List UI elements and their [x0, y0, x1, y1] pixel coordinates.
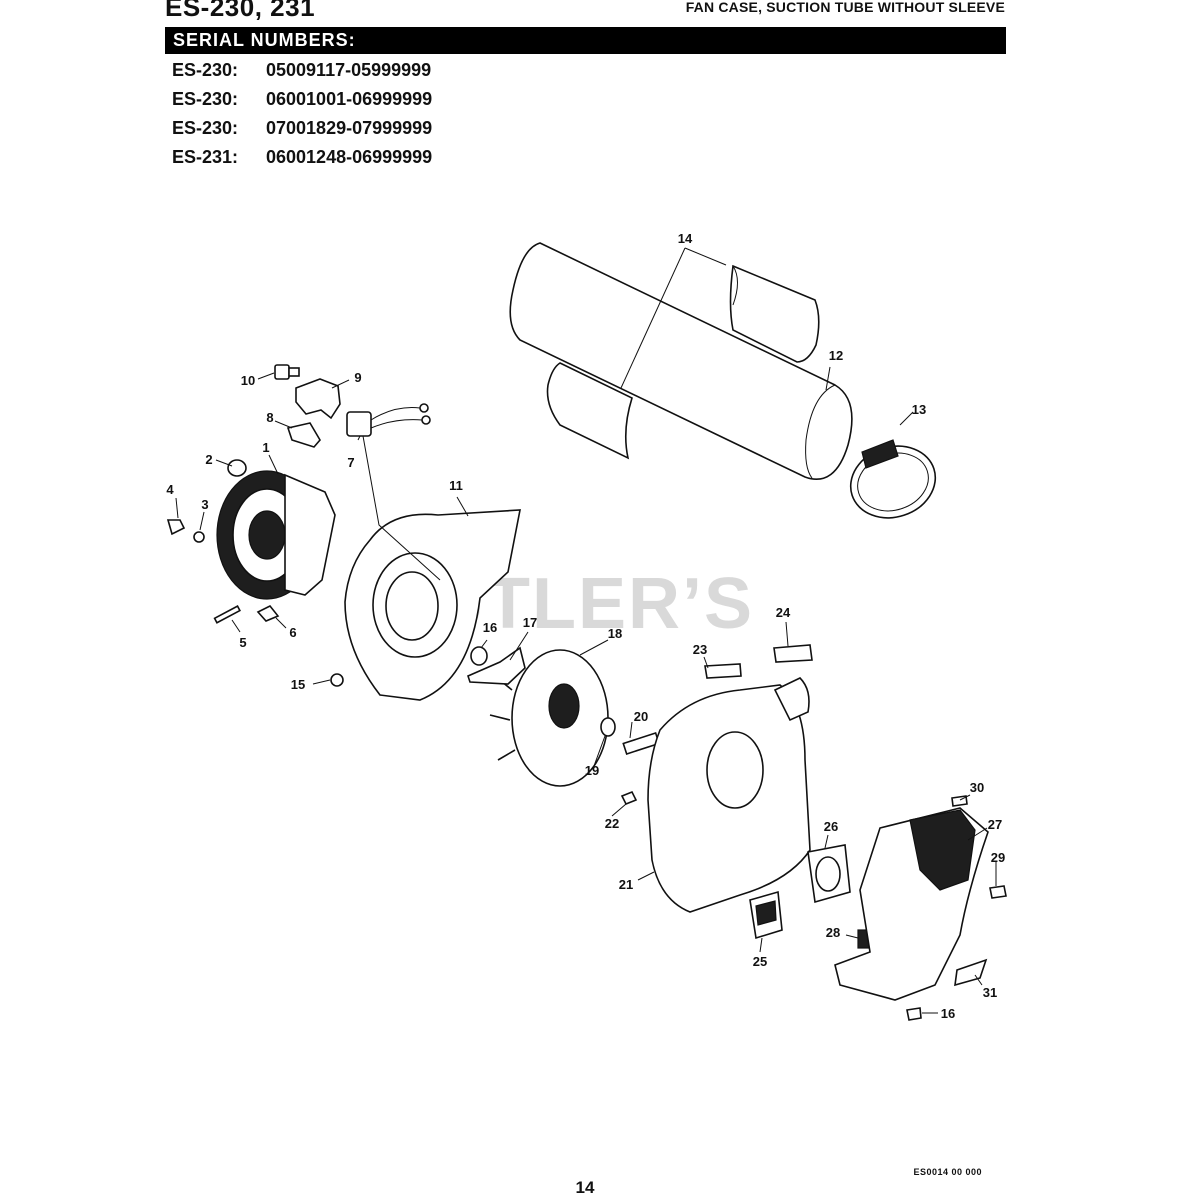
bracket-9	[295, 378, 341, 420]
serial-range: 06001001-06999999	[266, 89, 433, 109]
callout-9: 9	[354, 370, 361, 385]
serial-row: ES-230: 06001001-06999999	[172, 89, 432, 118]
callout-27: 27	[988, 817, 1002, 832]
serial-row: ES-231: 06001248-06999999	[172, 147, 432, 176]
leader-lines	[175, 247, 997, 1014]
callout-7: 7	[347, 455, 354, 470]
callout-10: 10	[241, 373, 255, 388]
callout-12: 12	[829, 348, 843, 363]
callout-20: 20	[634, 709, 648, 724]
screw-29	[989, 885, 1007, 899]
fan-case	[330, 509, 521, 701]
serial-model: ES-230:	[172, 118, 239, 138]
engine-cover	[834, 807, 989, 1001]
serial-numbers-heading: SERIAL NUMBERS:	[165, 27, 1006, 54]
callout-14: 14	[678, 231, 693, 246]
hose-clamp	[849, 439, 937, 519]
callout-26: 26	[824, 819, 838, 834]
callout-15: 15	[291, 677, 305, 692]
serial-number-list: ES-230: 05009117-05999999 ES-230: 06001001…	[172, 60, 432, 176]
filter-25	[749, 890, 783, 940]
screw-22	[620, 790, 638, 806]
serial-range: 05009117-05999999	[266, 60, 432, 80]
callout-24: 24	[776, 605, 791, 620]
callout-29: 29	[991, 850, 1005, 865]
clip-8	[286, 422, 321, 448]
callout-25: 25	[753, 954, 767, 969]
fan-impeller	[489, 649, 609, 787]
serial-model: ES-230:	[172, 89, 239, 109]
tube-sleeve-pieces	[546, 264, 820, 460]
callout-19: 19	[585, 763, 599, 778]
callout-8: 8	[266, 410, 273, 425]
callout-31: 31	[983, 985, 997, 1000]
callout-5: 5	[239, 635, 246, 650]
nut-16	[470, 646, 488, 666]
serial-model: ES-231:	[172, 147, 239, 167]
serial-range: 07001829-07999999	[266, 118, 433, 138]
callout-28: 28	[826, 925, 840, 940]
document-code: ES0014 00 000	[913, 1167, 982, 1177]
washer-19	[600, 717, 616, 737]
screw-16b	[906, 1007, 922, 1021]
callout-18: 18	[608, 626, 622, 641]
bolt-10	[274, 364, 300, 380]
plate-17	[467, 646, 526, 685]
label-pieces	[704, 644, 988, 987]
fan-cover	[647, 677, 811, 913]
callout-2: 2	[205, 452, 212, 467]
callout-1: 1	[262, 440, 269, 455]
serial-row: ES-230: 07001829-07999999	[172, 118, 432, 147]
callout-13: 13	[912, 402, 926, 417]
suction-tube	[509, 242, 853, 481]
serial-row: ES-230: 05009117-05999999	[172, 60, 432, 89]
callout-4: 4	[166, 482, 174, 497]
callout-30: 30	[970, 780, 984, 795]
ignition-switch-7	[346, 403, 431, 437]
callout-17: 17	[523, 615, 537, 630]
sheet-title: FAN CASE, SUCTION TUBE WITHOUT SLEEVE	[685, 0, 1005, 15]
page-number: 14	[575, 1178, 595, 1197]
callout-6: 6	[289, 625, 296, 640]
serial-range: 06001248-06999999	[266, 147, 433, 167]
callout-11: 11	[449, 478, 463, 493]
callout-21: 21	[619, 877, 633, 892]
model-title: ES-230, 231	[165, 0, 316, 22]
callout-23: 23	[693, 642, 707, 657]
callout-22: 22	[605, 816, 619, 831]
callout-3: 3	[201, 497, 208, 512]
callout-16-lower: 16	[941, 1006, 955, 1021]
serial-model: ES-230:	[172, 60, 239, 80]
recoil-starter	[166, 459, 336, 624]
callout-16: 16	[483, 620, 497, 635]
seal-26	[807, 844, 851, 904]
